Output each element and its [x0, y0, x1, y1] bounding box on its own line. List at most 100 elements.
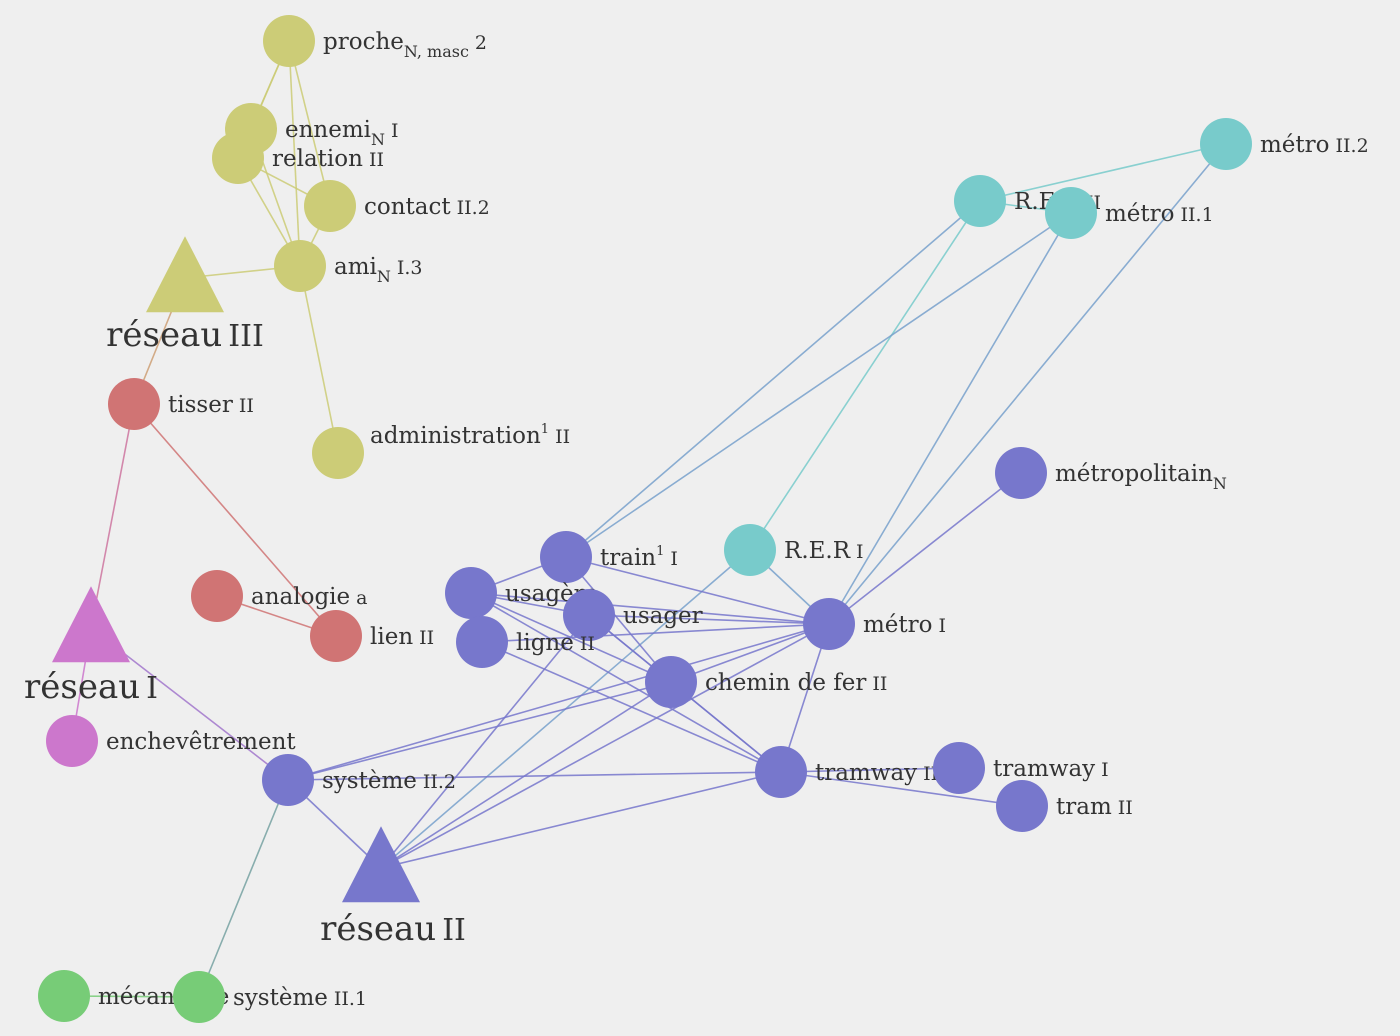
label-word: réseau — [106, 315, 222, 355]
circle-marker[interactable] — [995, 447, 1047, 499]
label-word: train — [600, 545, 656, 571]
circle-marker[interactable] — [724, 524, 776, 576]
label-word: métro — [863, 612, 933, 638]
circle-marker[interactable] — [645, 656, 697, 708]
circle-marker[interactable] — [46, 715, 98, 767]
node-metropolitain[interactable]: métropolitainN — [995, 447, 1227, 499]
circle-marker[interactable] — [933, 742, 985, 794]
node-enchevetrement[interactable]: enchevêtrement — [46, 715, 296, 767]
edge-train-metro1 — [565, 556, 830, 625]
edge-layer — [63, 40, 1227, 998]
label-sense: II — [580, 633, 595, 655]
label-sense: II — [239, 395, 254, 417]
label-word: analogie — [251, 584, 350, 610]
node-label: enchevêtrement — [106, 729, 296, 755]
label-word: système — [322, 768, 417, 794]
label-word: chemin de fer — [705, 670, 866, 696]
circle-marker[interactable] — [262, 754, 314, 806]
circle-marker[interactable] — [803, 598, 855, 650]
circle-marker[interactable] — [191, 570, 243, 622]
edge-rer2-rer1 — [749, 200, 981, 551]
label-sense: II.2 — [457, 197, 490, 219]
circle-marker[interactable] — [312, 427, 364, 479]
circle-marker[interactable] — [212, 132, 264, 184]
circle-marker[interactable] — [263, 15, 315, 67]
label-word: enchevêtrement — [106, 729, 296, 755]
label-subscript: N — [1213, 474, 1227, 493]
triangle-marker[interactable] — [342, 826, 420, 903]
label-sense: II.1 — [1181, 204, 1214, 226]
node-tramway1[interactable]: tramway I — [933, 742, 1109, 794]
label-word: métro — [1260, 132, 1330, 158]
circle-marker[interactable] — [38, 970, 90, 1022]
node-label: métropolitainN — [1055, 461, 1227, 493]
circle-marker[interactable] — [274, 240, 326, 292]
circle-marker[interactable] — [954, 175, 1006, 227]
edge-train-chemin — [565, 556, 672, 683]
label-sense: I — [1101, 759, 1109, 781]
node-usager[interactable]: usager — [563, 589, 703, 641]
label-word: ami — [334, 254, 377, 280]
circle-marker[interactable] — [1045, 187, 1097, 239]
edge-metro21-train — [565, 212, 1072, 558]
edge-ami-administration — [299, 265, 339, 454]
label-word: tram — [1056, 794, 1112, 820]
circle-marker[interactable] — [456, 616, 508, 668]
triangle-marker[interactable] — [52, 586, 130, 663]
circle-marker[interactable] — [755, 746, 807, 798]
label-sense: II — [555, 426, 570, 448]
circle-marker[interactable] — [1200, 118, 1252, 170]
label-word: lien — [370, 624, 413, 650]
circle-marker[interactable] — [310, 610, 362, 662]
circle-marker[interactable] — [563, 589, 615, 641]
node-label: tramway I — [993, 756, 1109, 782]
label-sense: I — [670, 548, 678, 570]
edge-metro1-reseau2 — [380, 623, 830, 869]
label-word: tramway — [815, 760, 917, 786]
triangle-marker[interactable] — [146, 236, 224, 313]
edge-tisser-lien — [133, 403, 337, 637]
circle-marker[interactable] — [108, 378, 160, 430]
circle-marker[interactable] — [540, 531, 592, 583]
circle-marker[interactable] — [173, 971, 225, 1023]
label-word: ligne — [516, 630, 574, 656]
edge-tramway2-tramway1 — [780, 767, 960, 773]
circle-marker[interactable] — [445, 567, 497, 619]
edge-ligne-metro1 — [481, 623, 830, 643]
label-word: tramway — [993, 756, 1095, 782]
node-ligne[interactable]: ligne II — [456, 616, 595, 668]
edge-tisser-reseau1 — [90, 403, 135, 629]
circle-marker[interactable] — [996, 780, 1048, 832]
circle-marker[interactable] — [304, 180, 356, 232]
